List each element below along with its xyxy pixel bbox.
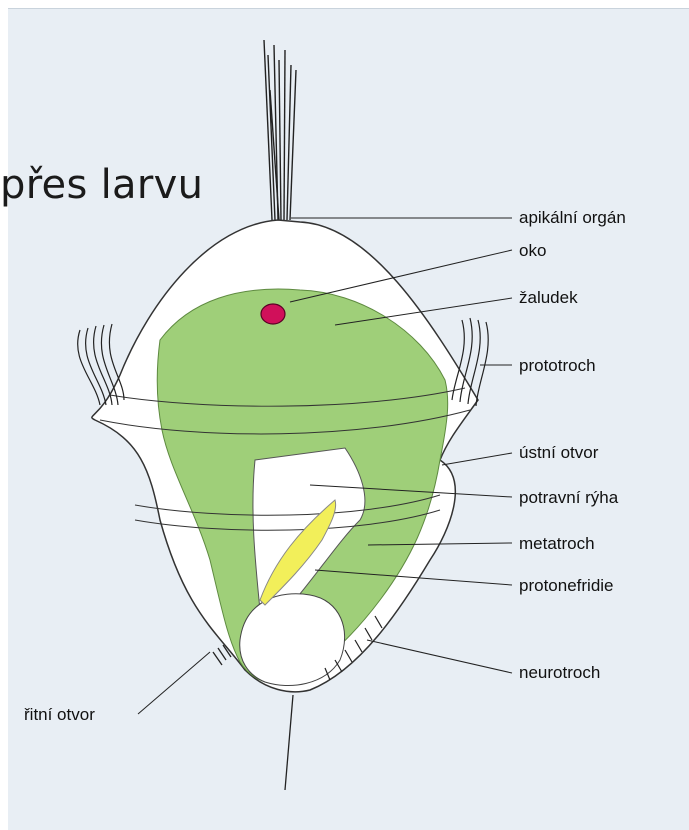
- label-eye: oko: [519, 241, 546, 260]
- apical-tuft: [264, 40, 296, 220]
- label-protonephridia: protonefridie: [519, 576, 614, 595]
- label-food-groove: potravní rýha: [519, 488, 619, 507]
- label-apical-organ: apikální orgán: [519, 208, 626, 227]
- posterior-tuft: [285, 695, 293, 790]
- lower-cavity: [240, 594, 345, 686]
- label-metatroch: metatroch: [519, 534, 595, 553]
- label-anus: řitní otvor: [24, 705, 95, 724]
- eye-spot: [261, 304, 285, 324]
- label-stomach: žaludek: [519, 288, 578, 307]
- label-neurotroch: neurotroch: [519, 663, 600, 682]
- label-mouth: ústní otvor: [519, 443, 599, 462]
- label-prototroch: prototroch: [519, 356, 596, 375]
